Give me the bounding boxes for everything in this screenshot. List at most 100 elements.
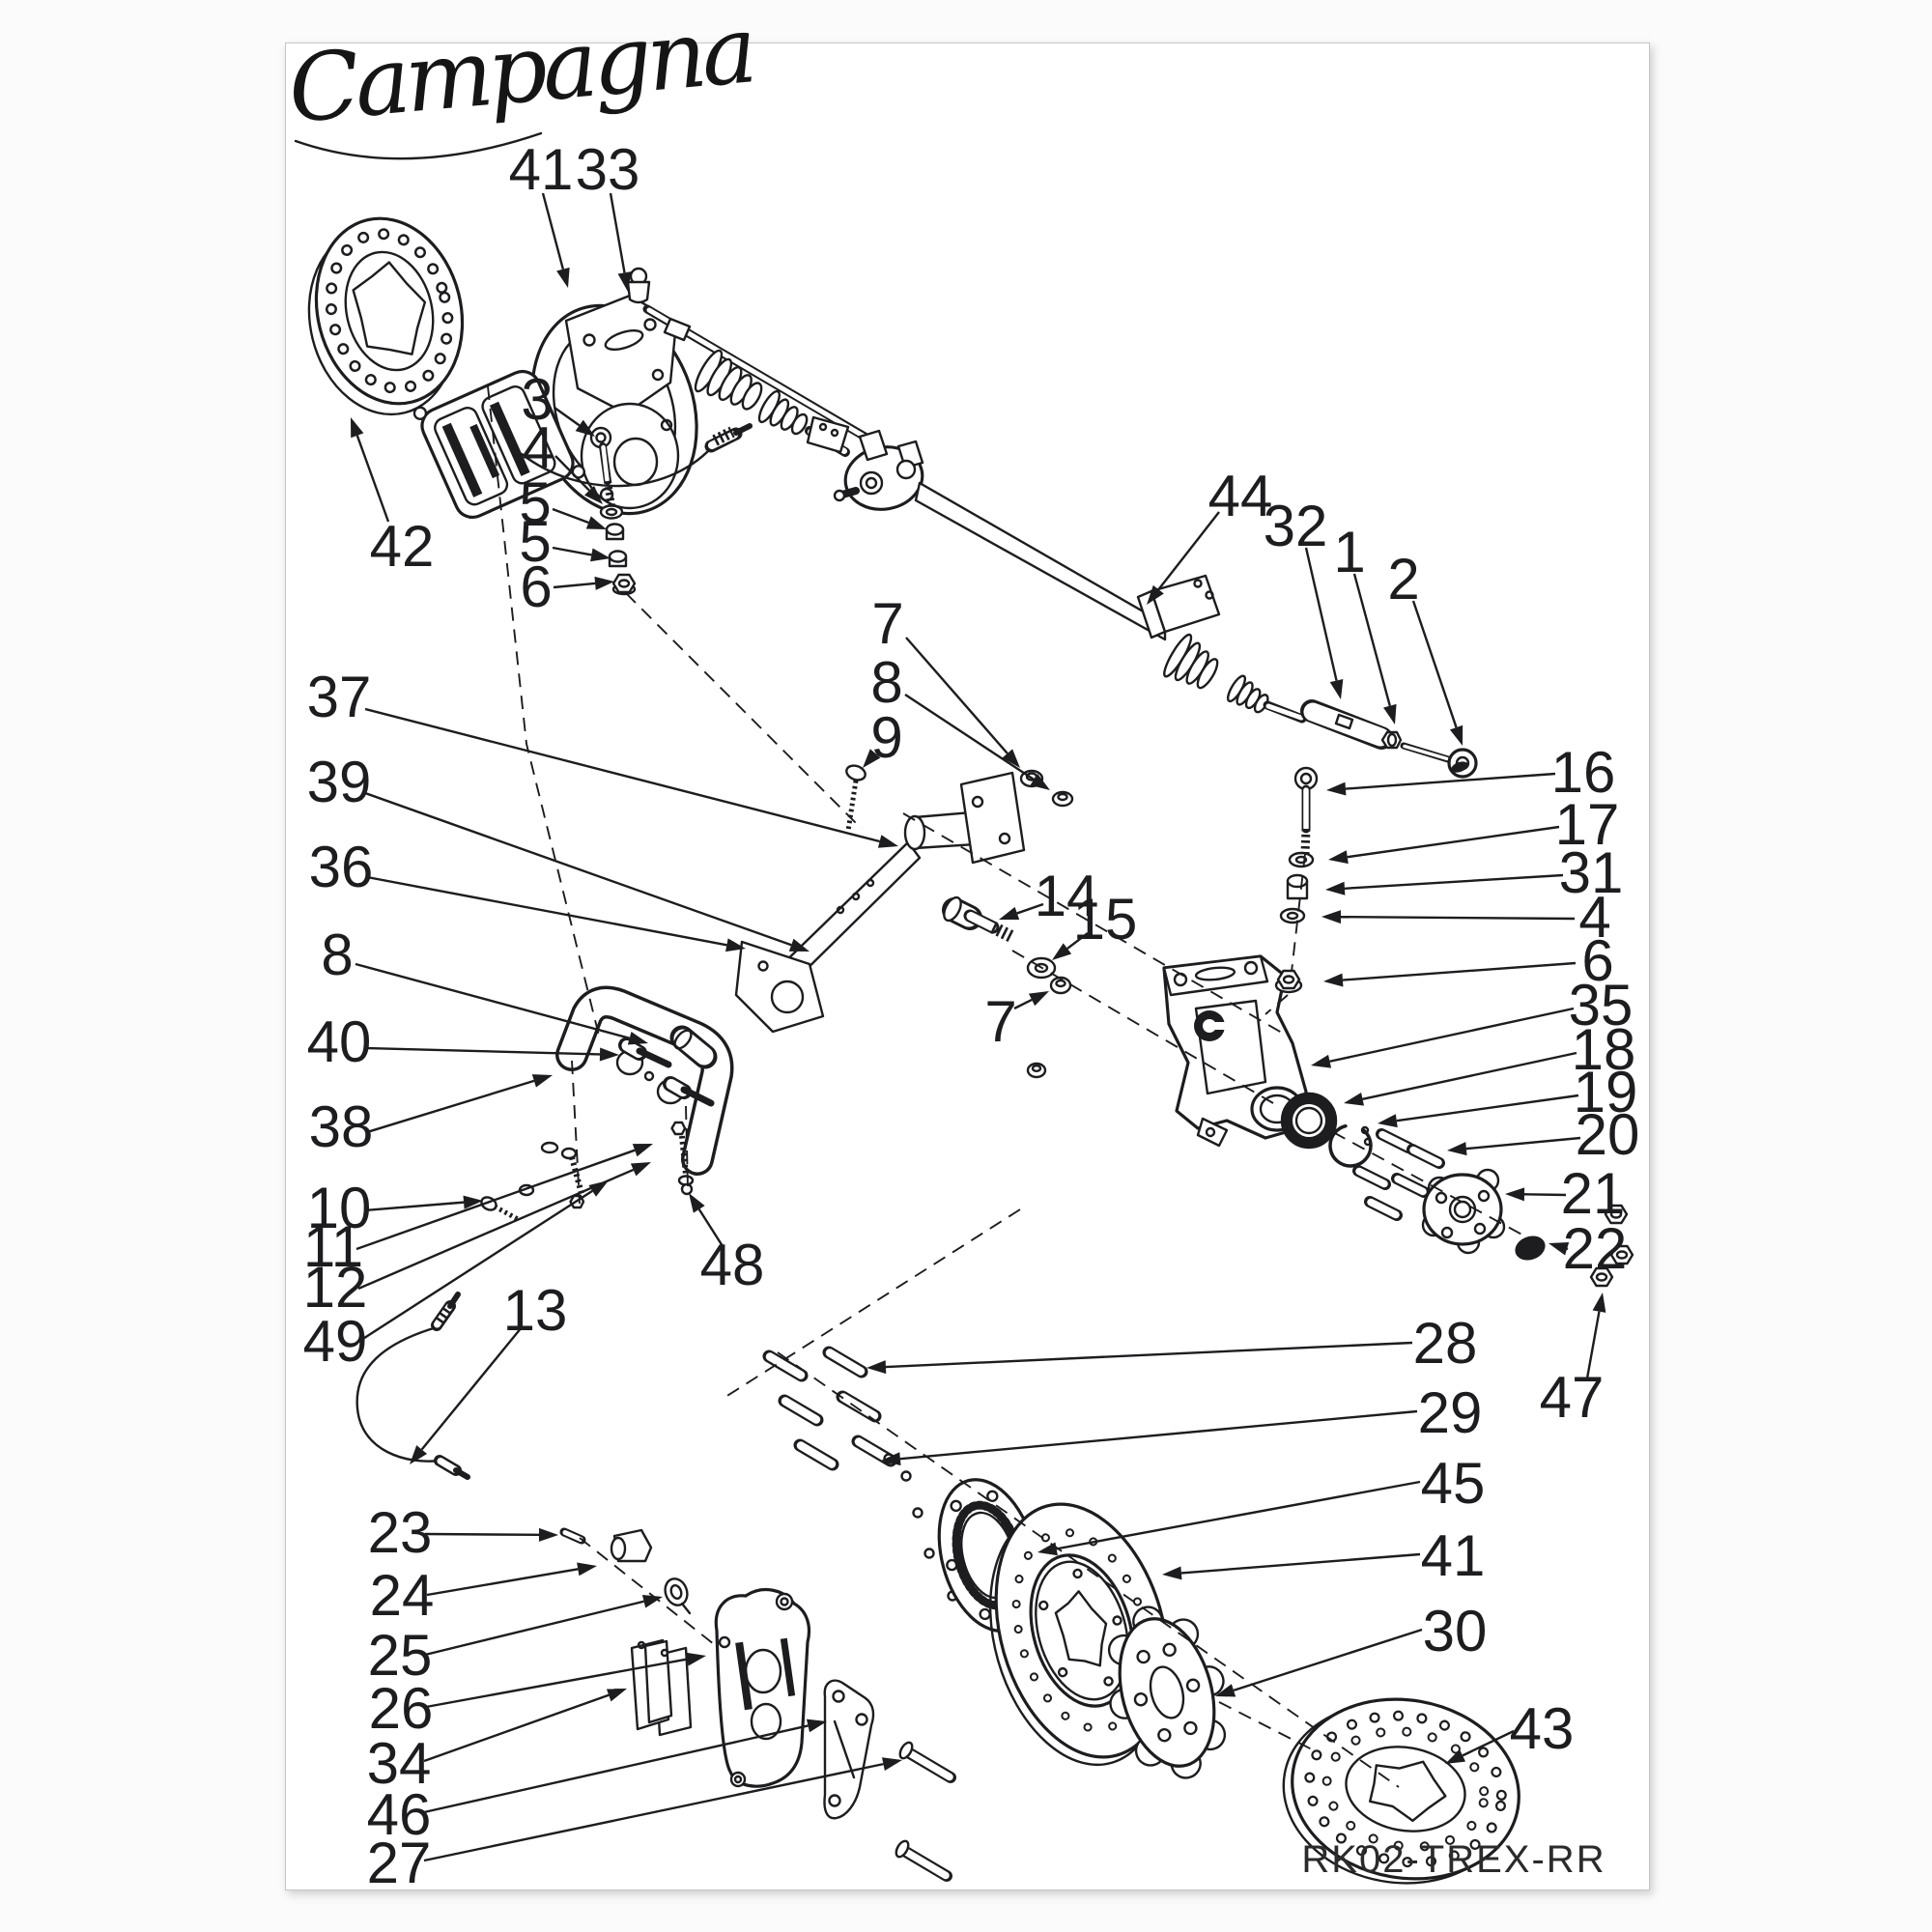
callout-label-48: 48 [700, 1233, 765, 1297]
callout-label-22: 22 [1563, 1216, 1628, 1281]
callout-23: 23 [368, 1500, 558, 1565]
callout-32: 32 [1264, 494, 1344, 699]
callout-21: 21 [1505, 1161, 1625, 1226]
callout-4: 4 [522, 415, 603, 504]
tie-rod-hex [663, 317, 692, 342]
callout-label-49: 49 [303, 1309, 368, 1374]
callout-49: 49 [303, 1180, 609, 1374]
callout-label-1: 1 [1333, 520, 1365, 584]
bracket-bolt-a [618, 1037, 672, 1068]
callout-label-17: 17 [1555, 792, 1620, 857]
caliper-service-group [355, 1292, 956, 1882]
callout-label-20: 20 [1576, 1102, 1640, 1167]
callout-27: 27 [367, 1757, 902, 1895]
callout-45: 45 [1037, 1451, 1486, 1556]
callout-31: 31 [1325, 840, 1623, 905]
callout-46: 46 [367, 1719, 827, 1847]
callout-label-26: 26 [369, 1676, 434, 1741]
callout-35: 35 [1311, 973, 1633, 1068]
callout-17: 17 [1328, 792, 1620, 865]
callout-label-45: 45 [1421, 1451, 1486, 1516]
brake-pads-34 [630, 1638, 693, 1737]
callout-label-11: 11 [303, 1214, 363, 1279]
callout-label-4: 4 [1578, 885, 1610, 950]
callout-label-37: 37 [307, 665, 372, 729]
callout-25: 25 [368, 1594, 663, 1688]
callout-33: 33 [576, 137, 639, 292]
callout-14: 14 [999, 864, 1098, 928]
callout-label-12: 12 [303, 1255, 368, 1320]
callout-6: 6 [520, 554, 614, 619]
callout-40: 40 [307, 1009, 619, 1074]
pad-pins-27 [895, 1741, 956, 1882]
callout-11: 11 [303, 1144, 653, 1279]
callout-19: 19 [1378, 1060, 1638, 1128]
callout-5: 5 [519, 509, 611, 574]
callout-20: 20 [1447, 1102, 1639, 1167]
callout-label-3: 3 [521, 367, 553, 432]
caliper-bracket-46 [823, 1679, 875, 1820]
pivot-bolt-14 [942, 895, 1015, 943]
callout-48: 48 [689, 1193, 764, 1297]
callout-label-39: 39 [307, 750, 372, 814]
callout-label-28: 28 [1413, 1311, 1478, 1376]
callout-8: 8 [870, 650, 1050, 790]
callout-label-6: 6 [1581, 928, 1613, 993]
callout-2: 2 [1387, 547, 1463, 746]
callout-label-9: 9 [870, 705, 902, 770]
cv-boot-outer [1163, 633, 1219, 690]
callout-label-23: 23 [368, 1500, 433, 1565]
brake-caliper-26 [714, 1587, 811, 1788]
callout-label-36: 36 [309, 835, 374, 899]
callout-3: 3 [521, 367, 595, 437]
lug-nuts-47 [1589, 1204, 1634, 1288]
callout-5: 5 [519, 470, 607, 535]
driveshaft-tube [914, 481, 1167, 641]
brake-hose-13 [355, 1292, 470, 1480]
driveshaft-assembly [694, 349, 1307, 724]
callout-1: 1 [1333, 520, 1397, 724]
trailing-arm-assembly [734, 764, 1074, 1079]
drive-hub-21 [1421, 1168, 1506, 1255]
callout-6: 6 [1323, 928, 1614, 993]
callout-label-6: 6 [520, 554, 552, 619]
hub-studs-20 [1352, 1128, 1445, 1221]
callout-label-19: 19 [1574, 1060, 1638, 1124]
callout-12: 12 [303, 1162, 651, 1320]
u-joint [833, 429, 924, 511]
callout-26: 26 [369, 1652, 706, 1741]
callout-22: 22 [1548, 1216, 1627, 1281]
callout-16: 16 [1326, 740, 1615, 805]
cv-boot-inner [694, 349, 763, 411]
shaft-bracket-inner [806, 415, 850, 454]
callout-41: 41 [1162, 1523, 1485, 1588]
callout-15: 15 [1052, 887, 1137, 960]
hub-adapter-30 [1107, 1605, 1227, 1779]
callout-label-41: 41 [1421, 1523, 1486, 1588]
callout-label-25: 25 [368, 1623, 433, 1688]
callout-label-34: 34 [367, 1731, 432, 1796]
callout-7: 7 [984, 989, 1049, 1054]
rear-knuckle-caliper-assembly [412, 267, 876, 520]
drawing-part-number: RK02-TREX-RR [1301, 1838, 1605, 1881]
callout-39: 39 [307, 750, 810, 952]
callout-29: 29 [881, 1380, 1482, 1466]
callout-label-5: 5 [519, 509, 551, 574]
callout-label-15: 15 [1073, 887, 1138, 952]
brake-hose-upper [520, 446, 713, 488]
callout-9: 9 [863, 705, 903, 770]
callout-label-41: 41 [509, 137, 574, 202]
callout-label-13: 13 [503, 1278, 568, 1343]
callout-label-46: 46 [367, 1782, 432, 1847]
callout-label-8: 8 [321, 923, 353, 987]
brake-caliper-top [412, 369, 585, 520]
callout-label-7: 7 [984, 989, 1016, 1054]
callout-18: 18 [1344, 1017, 1635, 1106]
callout-label-21: 21 [1561, 1161, 1626, 1226]
callout-34: 34 [367, 1689, 627, 1796]
logo-flourish [294, 131, 543, 160]
callout-7: 7 [871, 591, 1020, 768]
callout-43: 43 [1445, 1696, 1574, 1764]
